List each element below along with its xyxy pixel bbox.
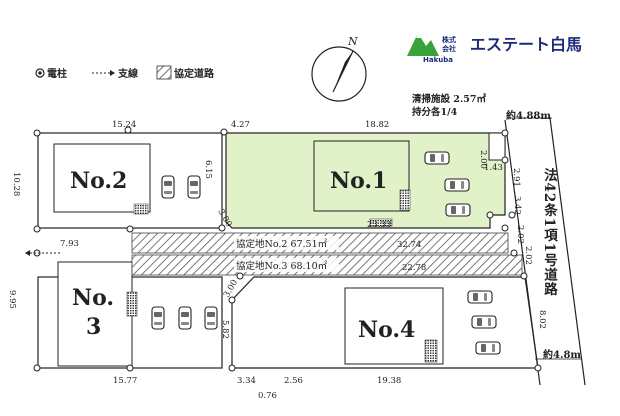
company-logo: Hakuba [407, 33, 453, 64]
legend-pole-label: 電柱 [47, 67, 67, 80]
dim-right-8-02: 8.02 [537, 310, 547, 329]
agreement-road-no2-label: 協定地No.2 67.51㎡ [236, 238, 328, 250]
cleaning-facility-share: 持分各1/4 [412, 106, 458, 118]
dim-lot2-west: 10.28 [11, 172, 21, 196]
dim-facility-1-43: 1.43 [484, 163, 503, 173]
dim-road-west: 7.93 [60, 239, 79, 249]
dim-right-2-91: 2.91 [511, 168, 521, 187]
lot-no3-label: No. [72, 285, 114, 311]
dim-top-corner: 4.27 [231, 120, 250, 130]
dim-facility-2-00: 2.00 [478, 150, 488, 169]
dim-bottom-lot4: 19.38 [377, 376, 401, 386]
drain-grate-no3 [126, 291, 138, 317]
lot-no1-building [313, 140, 410, 212]
lot-no2-label: No.2 [70, 168, 127, 194]
dim-bottom-3-34: 3.34 [237, 376, 256, 386]
road-boundary-west [504, 119, 541, 386]
dimension-labels: 15.24 4.27 18.82 2.00 1.43 2.91 6.15 10.… [7, 120, 547, 401]
lot-no3-number: 3 [86, 314, 101, 340]
public-road-label: 法42条1項1号道路 [541, 167, 559, 297]
drain-grate-no1-side [399, 189, 411, 211]
legend-agreement-label: 協定道路 [174, 67, 215, 80]
company-type-top: 株式 [442, 35, 456, 44]
drain-grate-no2 [133, 203, 149, 215]
logo-caption: Hakuba [423, 56, 453, 64]
lot-no4-label: No.4 [358, 317, 415, 343]
dim-right-3-42: 3.42 [512, 196, 522, 215]
dim-lot1-south: 23.33 [367, 220, 391, 230]
road-width-bottom: 約4.8m [543, 348, 581, 361]
legend: 電柱 支線 協定道路 [35, 65, 215, 80]
cleaning-facility-area: 清掃施設 2.57㎡ [412, 93, 486, 105]
dim-bottom-lot3: 15.77 [113, 376, 137, 386]
dim-road2-length: 32.74 [397, 240, 421, 250]
dim-right-2-02b: 2.02 [523, 246, 533, 265]
cleaning-facility [488, 132, 506, 161]
lot-no3-building [57, 261, 133, 367]
dim-bottom-2-56: 2.56 [284, 376, 303, 386]
road-width-top: 約4.88m [506, 109, 551, 122]
dim-lot3-west: 9.95 [7, 290, 17, 309]
drain-grate-no4 [424, 339, 438, 363]
company-type-bottom: 会社 [442, 44, 456, 53]
lot-no2-building [53, 143, 151, 213]
dim-lot1-west: 6.15 [203, 160, 213, 179]
agreement-road-symbol [156, 65, 172, 80]
dim-right-2-02a: 2.02 [515, 225, 525, 244]
north-label: N [347, 35, 358, 48]
dim-bottom-0-76: 0.76 [258, 391, 277, 401]
utility-poles [33, 126, 542, 372]
lot-no1-label: No.1 [330, 168, 387, 194]
legend-branch-label: 支線 [117, 67, 138, 80]
dim-road3-length: 22.78 [402, 263, 426, 273]
dim-lot3-east: 5.82 [220, 320, 230, 339]
drain-grate-no1 [369, 218, 393, 227]
dim-top-lot1: 18.82 [365, 120, 389, 130]
road-boundary-east [549, 117, 586, 386]
dim-top-lot2: 15.24 [112, 120, 136, 130]
agreement-road-no3-label: 協定地No.3 68.10㎡ [236, 260, 328, 272]
north-compass: N [311, 35, 367, 102]
company-name: エステート白馬 [470, 35, 582, 54]
parking-no3 [151, 306, 218, 330]
